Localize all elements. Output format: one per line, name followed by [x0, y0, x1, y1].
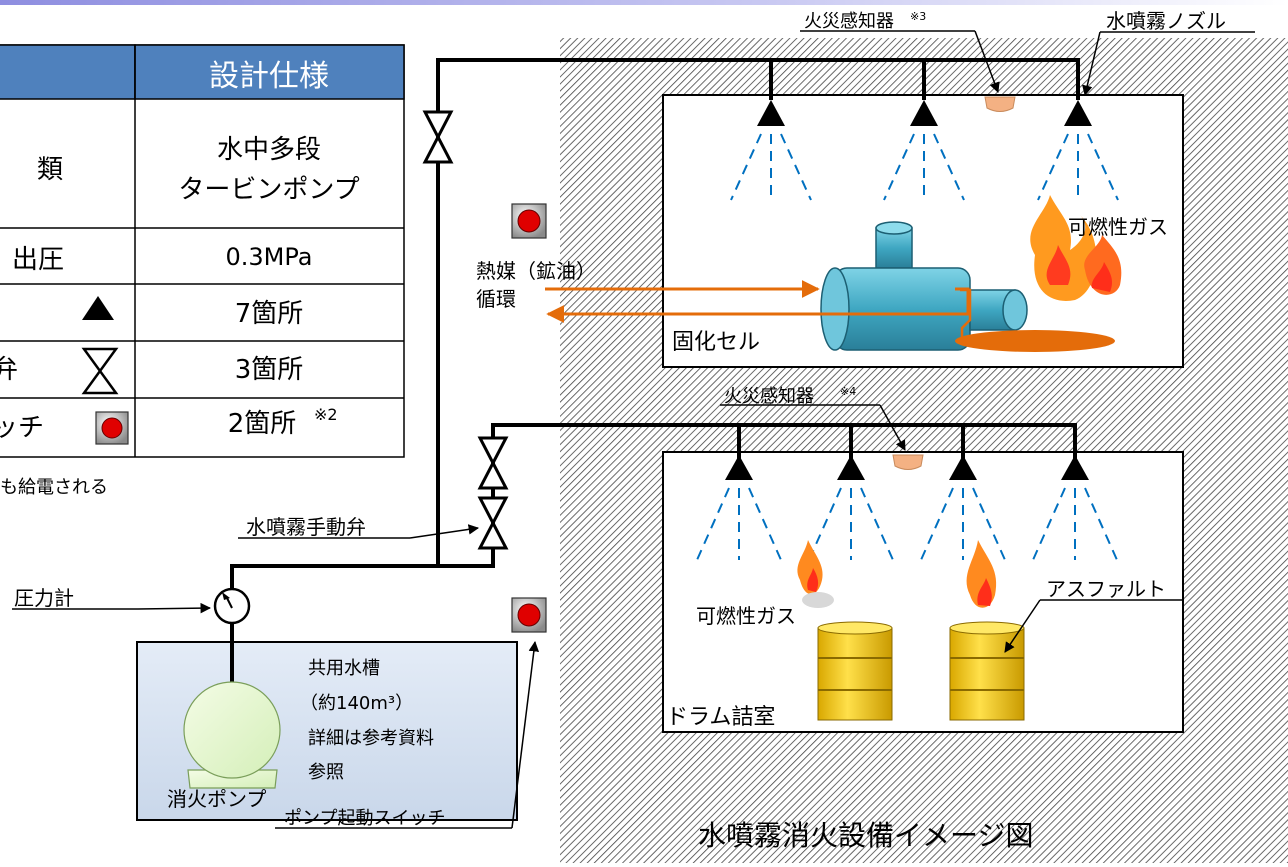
table-footnote: も給電される — [0, 477, 108, 498]
tank-label-4: 参照 — [308, 762, 344, 783]
combustible-gas-label: 可燃性ガス — [1068, 215, 1168, 239]
fire-detector-icon — [892, 454, 924, 470]
table-header-text: 設計仕様 — [209, 59, 329, 94]
tank-label-2: （約140m³） — [300, 693, 413, 714]
row2-value: 0.3MPa — [226, 243, 313, 271]
fire-pump-icon — [183, 681, 281, 789]
drum-room — [662, 451, 1184, 733]
nozzle-legend-icon — [82, 296, 114, 320]
row1-label: 類 — [37, 155, 63, 185]
spray-nozzle-icon — [1061, 455, 1089, 480]
switch-legend-icon — [95, 411, 129, 445]
row1-value-line2: タービンポンプ — [178, 175, 359, 205]
table-header-left — [0, 44, 136, 100]
annotation-leaders — [12, 30, 1255, 829]
heat-medium-arrows — [545, 280, 970, 323]
row4-value: 3箇所 — [235, 355, 304, 385]
water-spray-pattern — [696, 133, 1119, 561]
spray-nozzle-icon — [910, 100, 938, 126]
top-gradient-bar — [0, 0, 1288, 5]
spray-nozzle-icon — [949, 455, 977, 480]
spray-nozzle-label: 水噴霧ノズル — [1106, 9, 1226, 33]
spray-nozzle-icon — [725, 455, 753, 480]
solidification-equipment — [820, 221, 1028, 351]
oil-puddle — [955, 330, 1115, 352]
flame-icon — [797, 540, 834, 608]
spec-table — [0, 44, 405, 458]
row3-value: 7箇所 — [235, 299, 304, 329]
fire-pump-label: 消火ポンプ — [167, 787, 266, 811]
asphalt-label: アスファルト — [1046, 577, 1166, 601]
fire-detector-icon — [984, 96, 1016, 112]
flame-icon — [1030, 195, 1122, 301]
pressure-gauge-icon — [213, 587, 251, 625]
solidification-cell-label: 固化セル — [672, 330, 760, 355]
fire-detector-note-2: ※4 — [840, 385, 856, 398]
row2-label: 出圧 — [12, 245, 64, 275]
pump-start-switch-icon — [511, 597, 547, 633]
row4-label: 弁 — [0, 355, 18, 385]
combustible-gas-label-2: 可燃性ガス — [696, 604, 796, 628]
figure-title: 水噴霧消火設備イメージ図 — [698, 819, 1033, 852]
spray-nozzle-icon — [757, 100, 785, 126]
pump-start-switch-label: ポンプ起動スイッチ — [284, 808, 445, 829]
heat-medium-label-2: 循環 — [476, 287, 516, 311]
drum-icon — [949, 621, 1025, 721]
pressure-gauge-label: 圧力計 — [14, 586, 74, 610]
tank-label-3: 詳細は参考資料 — [308, 728, 434, 749]
main-pipe — [230, 58, 1080, 588]
valve-legend-icon — [81, 347, 119, 395]
spray-nozzle-icon — [1064, 100, 1092, 126]
manual-valve-label: 水噴霧手動弁 — [246, 515, 366, 539]
heat-medium-label: 熱媒（鉱油） — [476, 259, 596, 283]
flame-icon — [966, 540, 997, 608]
valve-lower-2-icon — [477, 496, 509, 550]
fire-detector-label-2: 火災感知器 — [724, 386, 814, 407]
fire-detector-label: 火災感知器 — [804, 11, 894, 32]
row5-note: ※2 — [314, 405, 338, 424]
valve-upper-icon — [422, 110, 454, 164]
tank-label-1: 共用水槽 — [308, 658, 380, 679]
valve-lower-1-icon — [477, 436, 509, 490]
fire-detector-note: ※3 — [910, 10, 926, 23]
row5-value: 2箇所 — [228, 409, 297, 439]
pump-start-switch-icon — [511, 203, 547, 239]
drum-icon — [817, 621, 893, 721]
row5-label: ッチ — [0, 413, 44, 443]
drum-room-label: ドラム詰室 — [666, 705, 775, 730]
spray-nozzle-icon — [837, 455, 865, 480]
row1-value-line1: 水中多段 — [217, 135, 321, 165]
